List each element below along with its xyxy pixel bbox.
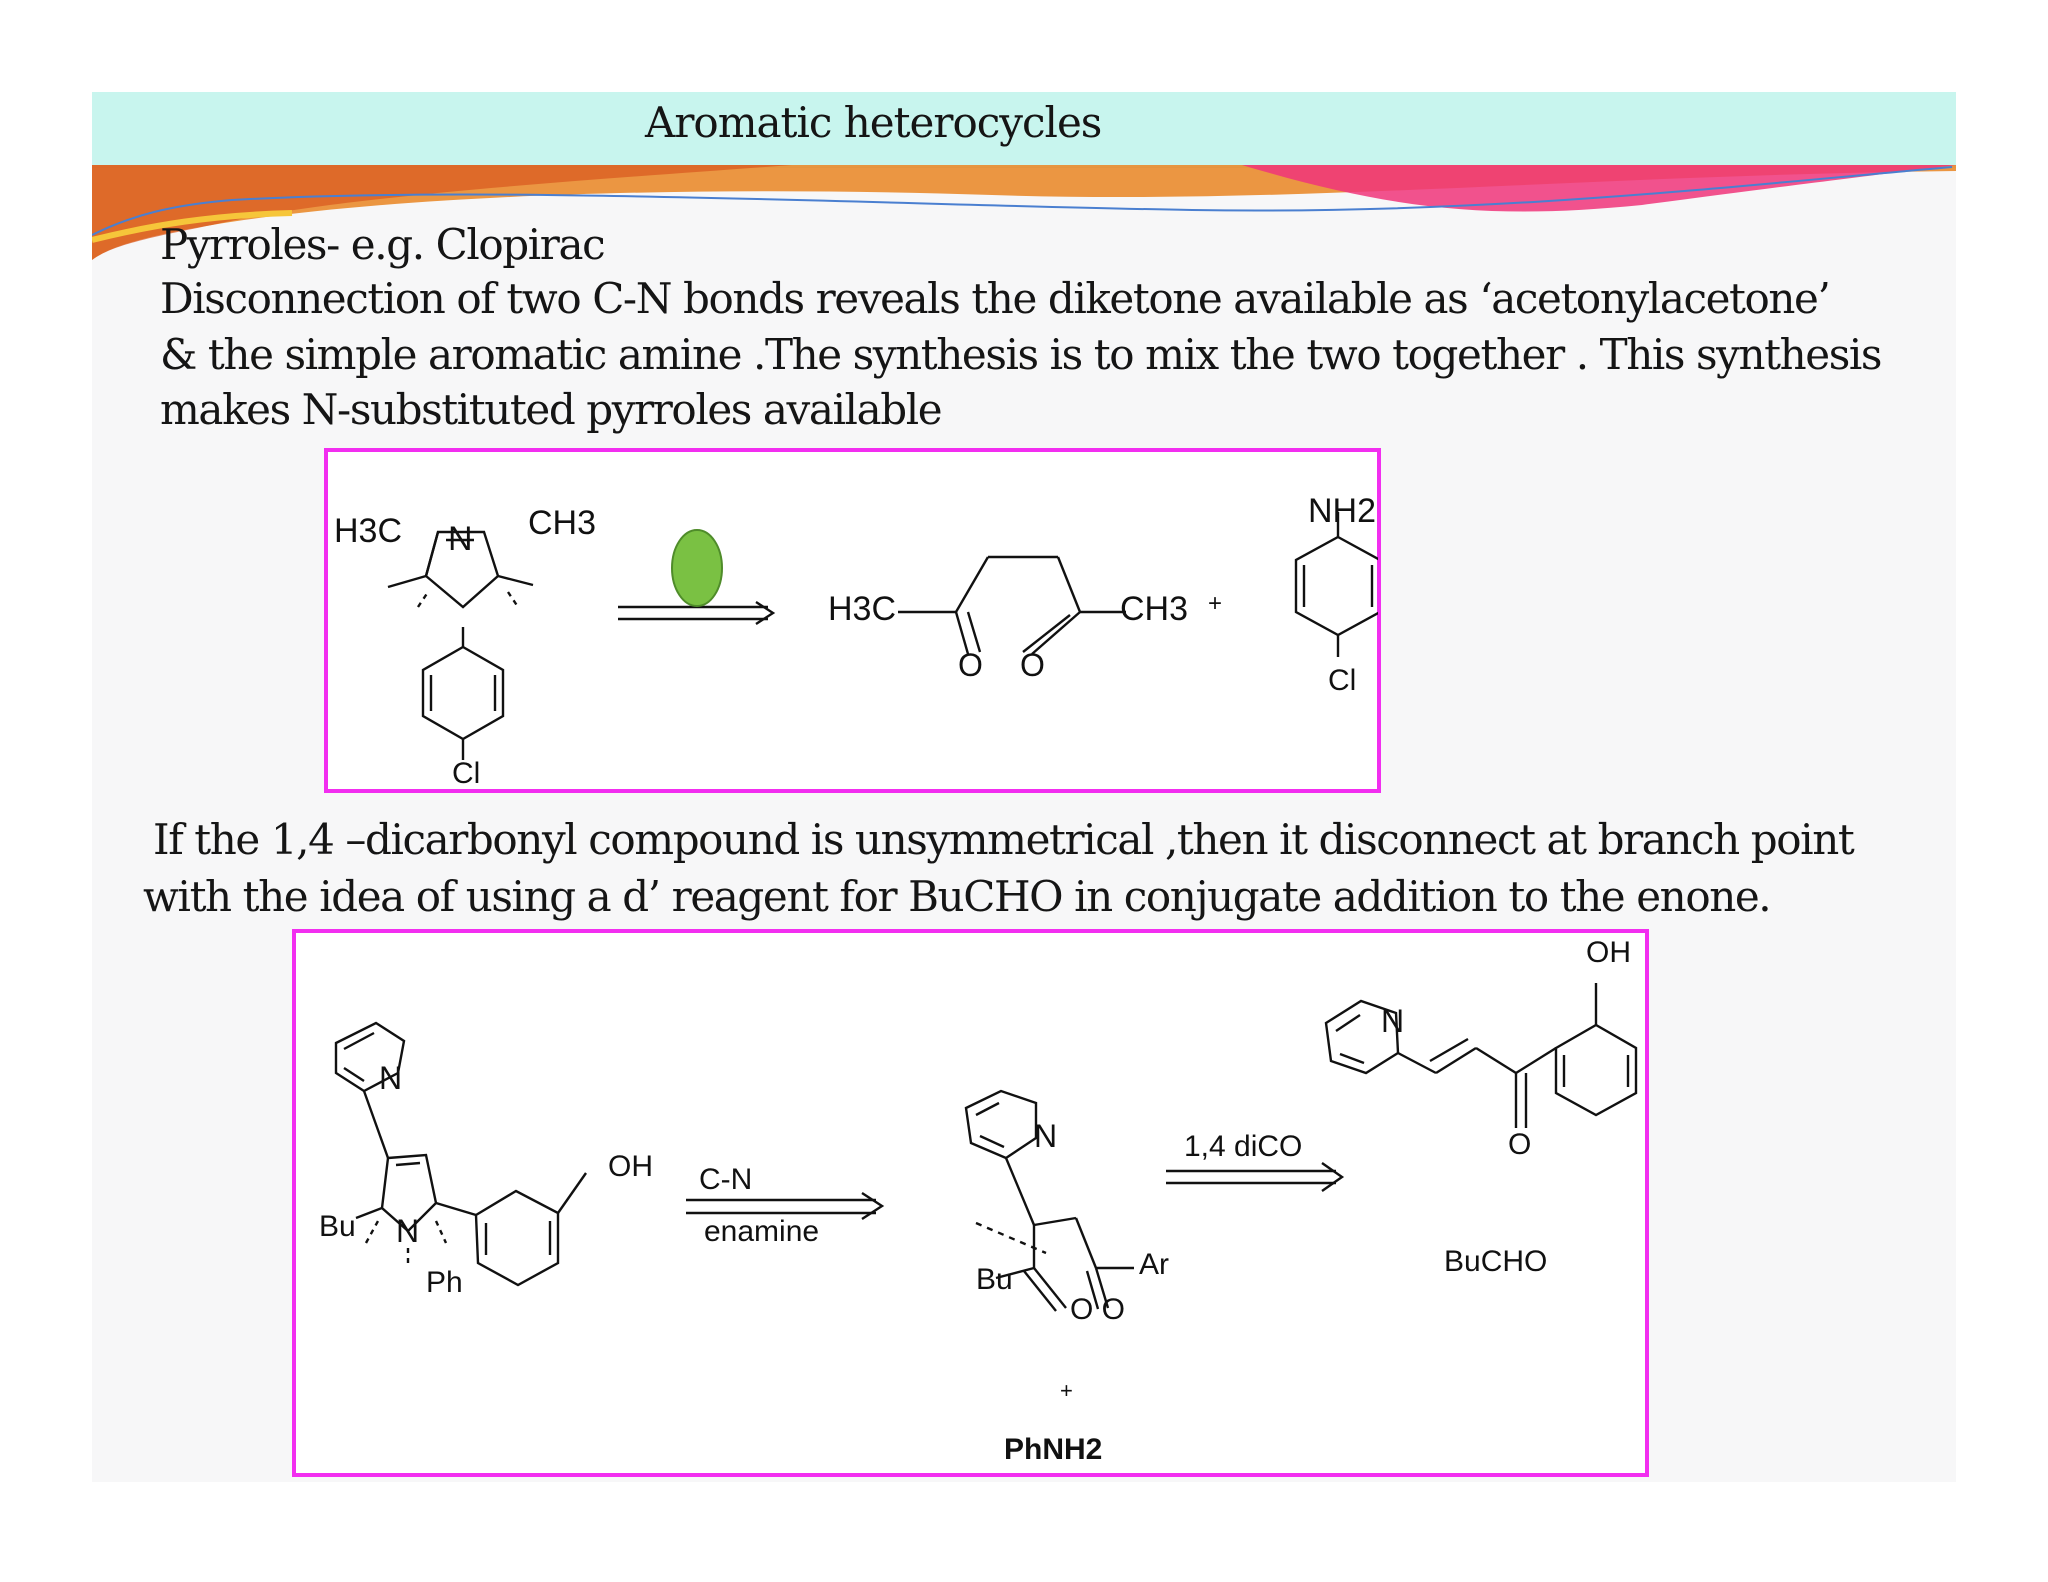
scheme-2-box: N Bu N Ph OH C-N enamine N Bu O O Ar + P… — [292, 929, 1649, 1477]
oxygen-label-3: O — [1508, 1128, 1532, 1161]
pyridine-n-label-3: N — [1381, 1003, 1405, 1039]
text-line-3: & the simple aromatic amine .The synthes… — [160, 330, 1882, 379]
oh-label-1: OH — [608, 1150, 653, 1183]
plus-sign-2: + — [1060, 1378, 1073, 1403]
text-line-4: makes N-substituted pyrroles available — [160, 385, 943, 434]
slide-title: Aromatic heterocycles — [645, 98, 1102, 147]
h3c-ketone-label: H3C — [828, 590, 897, 628]
pyridine-n-label-2: N — [1034, 1118, 1058, 1154]
cl-label-aniline: Cl — [1328, 664, 1357, 697]
bucho-label: BuCHO — [1444, 1245, 1548, 1278]
diCO-arrow-label: 1,4 diCO — [1184, 1130, 1303, 1163]
cn-arrow-label: C-N — [699, 1163, 753, 1196]
text-line-1: Pyrroles- e.g. Clopirac — [160, 220, 606, 269]
h3c-left-label: H3C — [334, 512, 403, 550]
pyridine-n-label-1: N — [379, 1060, 403, 1096]
text-line-6: with the idea of using a d’ reagent for … — [143, 872, 1772, 921]
oxygen-label-1: O — [958, 647, 983, 683]
title-band — [92, 92, 1956, 168]
ch3-ketone-label: CH3 — [1120, 590, 1189, 628]
decorative-swoosh — [92, 165, 1956, 260]
nh2-label: NH2 — [1308, 492, 1377, 530]
pyrrole-n-label-2: N — [396, 1213, 420, 1249]
bu-label-1: Bu — [319, 1210, 356, 1243]
oo-label: O O — [1070, 1293, 1126, 1326]
bu-label-2: Bu — [976, 1263, 1013, 1296]
enamine-arrow-label: enamine — [704, 1215, 820, 1248]
text-line-5: If the 1,4 –dicarbonyl compound is unsym… — [153, 815, 1855, 864]
oxygen-label-2: O — [1020, 647, 1045, 683]
ar-label: Ar — [1139, 1248, 1169, 1281]
pyrrole-n-label: N — [448, 520, 473, 558]
unsymmetrical-disconnection-structures — [334, 983, 1638, 1312]
ch3-left-label: CH3 — [528, 504, 597, 542]
scheme-1-box: H3C CH3 N Cl H3C CH3 O O + NH2 Cl — [324, 448, 1381, 793]
ph-label: Ph — [426, 1266, 463, 1299]
cl-label-clopirac: Cl — [452, 757, 481, 790]
green-marker — [671, 529, 723, 607]
phnh2-label: PhNH2 — [1004, 1433, 1103, 1466]
oh-label-2: OH — [1586, 936, 1631, 969]
text-line-2: Disconnection of two C-N bonds reveals t… — [160, 274, 1831, 323]
plus-sign-1: + — [1208, 590, 1223, 617]
clopirac-disconnection-structures — [387, 512, 1378, 760]
